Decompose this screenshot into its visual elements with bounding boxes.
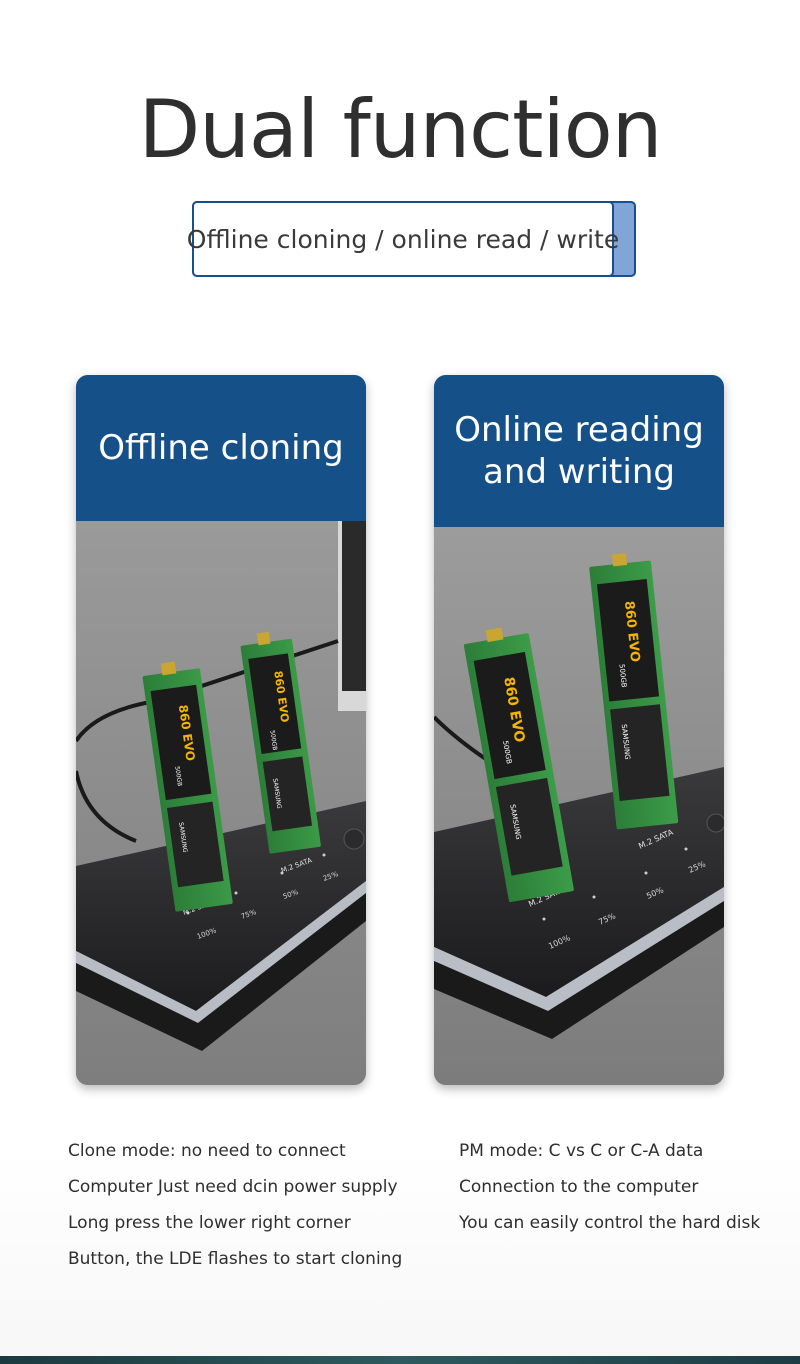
online-reading-card: Online reading and writing: [434, 375, 724, 1085]
description-line: PM mode: C vs C or C-A data: [459, 1141, 704, 1161]
led-dot: [542, 917, 546, 921]
offline-cloning-card: Offline cloning: [76, 375, 366, 1085]
card-heading-text: Offline cloning: [98, 428, 344, 468]
dock-illustration: 100% 75% 50% 25% M.2 SATA M.2 SATA 860 E…: [76, 521, 366, 1085]
description-line: You can easily control the hard disk: [459, 1213, 761, 1233]
led-dot: [684, 847, 688, 851]
subtitle-text: Offline cloning / online read / write: [186, 224, 620, 254]
page-title: Dual function: [138, 83, 663, 176]
clone-button: [706, 813, 724, 833]
subtitle-banner: Offline cloning / online read / write: [187, 201, 636, 277]
description-line: Long press the lower right corner: [68, 1213, 351, 1233]
ssd-capacity: 500GB: [268, 730, 278, 751]
ssd-capacity: 500GB: [617, 664, 627, 688]
led-dot: [644, 871, 648, 875]
pm-mode-description: PM mode: C vs C or C-A data Connection t…: [459, 1133, 760, 1241]
led-dot: [592, 895, 596, 899]
description-line: Clone mode: no need to connect: [68, 1141, 346, 1161]
led-dot: [234, 891, 238, 895]
ssd-brand: SAMSUNG: [271, 778, 282, 810]
ssd-capacity: 500GB: [173, 766, 183, 787]
clone-button: [343, 828, 365, 850]
bottom-decor-band: [0, 1356, 800, 1364]
ssd-card: 860 EVO 500GB SAMSUNG: [463, 627, 574, 903]
docking-station-photo: 100% 75% 50% 25% M.2 SATA M.2 SATA 860 E…: [434, 527, 724, 1085]
dock-body: [76, 801, 366, 1011]
ssd-card: 860 EVO 500GB SAMSUNG: [240, 631, 321, 854]
laptop-screen: [342, 521, 366, 691]
led-dot: [186, 911, 190, 915]
power-cable: [76, 770, 137, 843]
docking-station-photo: 100% 75% 50% 25% M.2 SATA M.2 SATA 860 E…: [76, 521, 366, 1085]
ssd-card: 860 EVO 500GB SAMSUNG: [589, 553, 679, 830]
ssd-card: 860 EVO 500GB SAMSUNG: [142, 661, 233, 912]
dock-illustration: 100% 75% 50% 25% M.2 SATA M.2 SATA 860 E…: [434, 527, 724, 1085]
dock-rim: [434, 887, 724, 1011]
description-line: Connection to the computer: [459, 1177, 699, 1197]
description-line: Button, the LDE flashes to start cloning: [68, 1249, 403, 1269]
card-heading: Offline cloning: [76, 375, 366, 521]
dock-side: [76, 893, 366, 1051]
led-dot: [322, 853, 326, 857]
clone-mode-description: Clone mode: no need to connect Computer …: [68, 1133, 402, 1277]
card-heading: Online reading and writing: [434, 375, 724, 527]
dock-rim: [76, 881, 366, 1023]
ssd-brand: SAMSUNG: [620, 724, 632, 760]
card-heading-line2: and writing: [483, 452, 675, 492]
led-dot: [280, 871, 284, 875]
dock-side: [434, 901, 724, 1039]
card-heading-line1: Online reading: [454, 410, 704, 450]
ssd-brand: SAMSUNG: [177, 822, 188, 854]
description-line: Computer Just need dcin power supply: [68, 1177, 398, 1197]
subtitle-frame: Offline cloning / online read / write: [187, 201, 619, 277]
ssd-model: 860 EVO: [621, 600, 642, 663]
